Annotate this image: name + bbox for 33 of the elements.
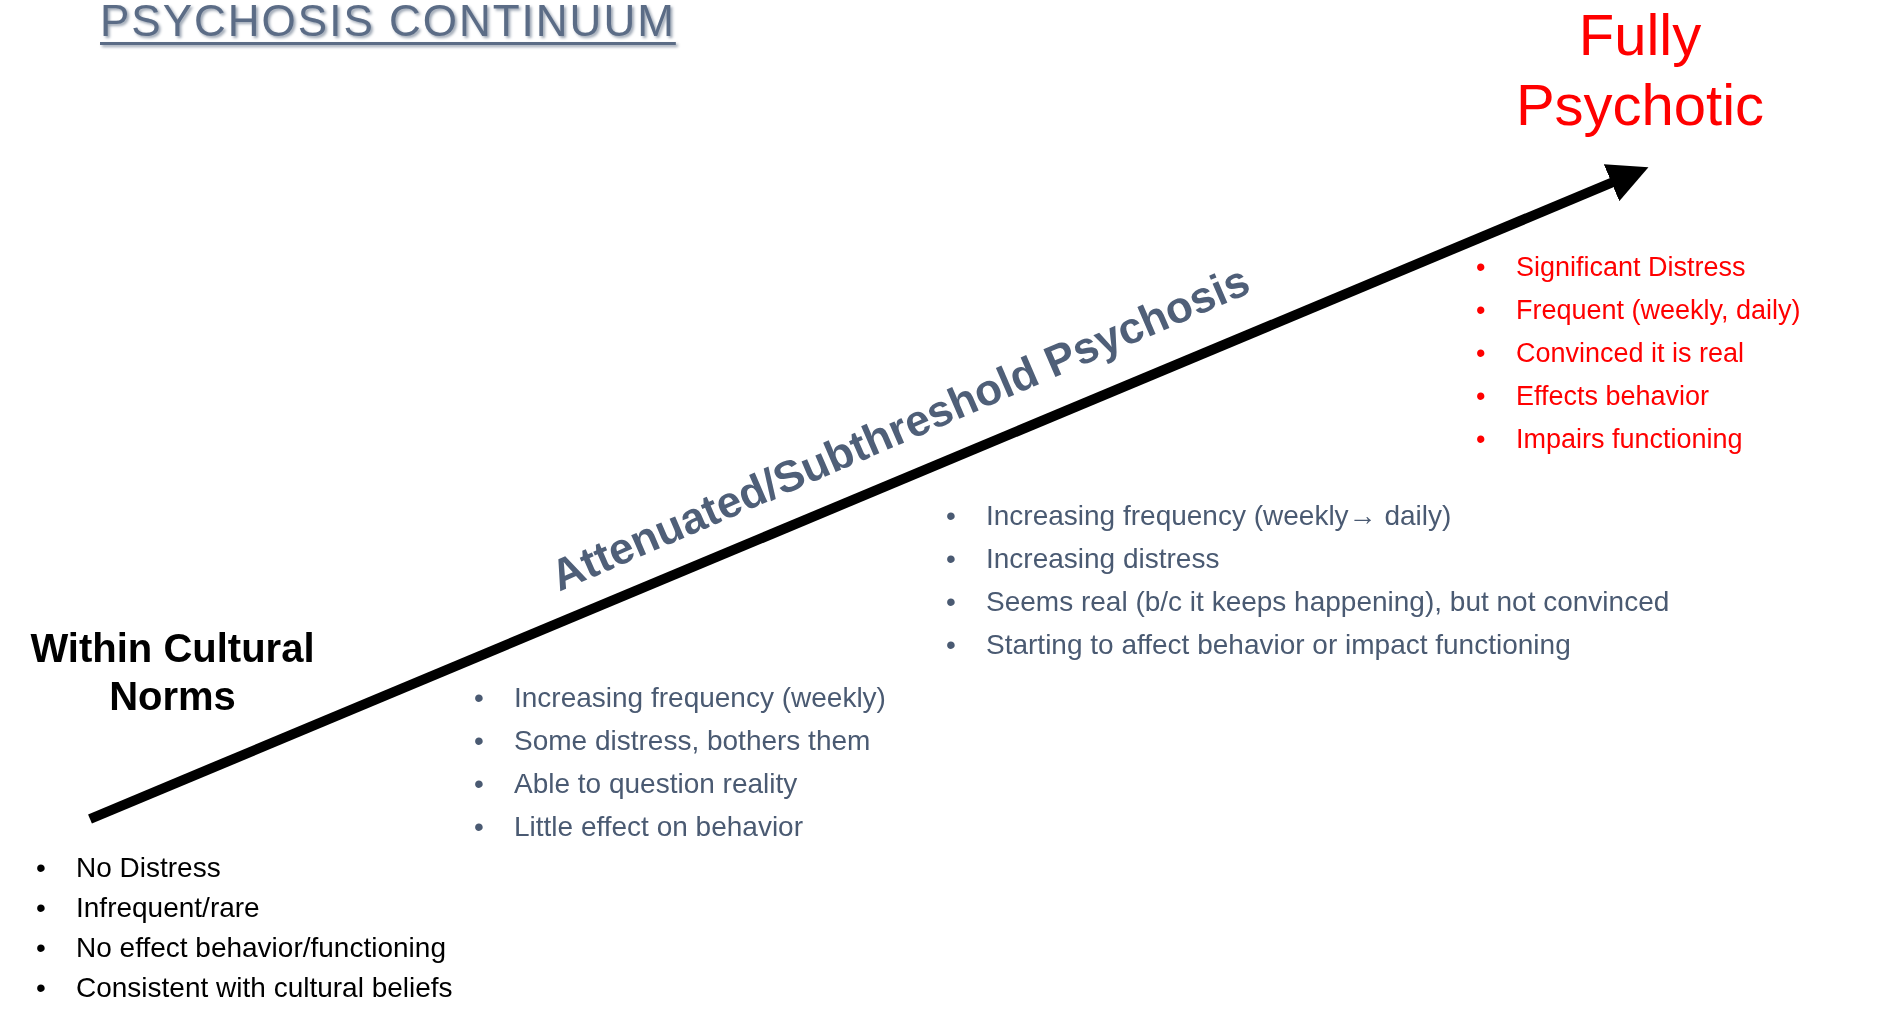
bullet-item: Starting to affect behavior or impact functioning: [986, 628, 1571, 662]
bullet-item: Significant Distress: [1516, 251, 1746, 284]
bullet-item: Infrequent/rare: [76, 891, 260, 925]
bullet-item: Convinced it is real: [1516, 337, 1745, 370]
bullet-item: Frequent (weekly, daily): [1516, 294, 1801, 327]
bullet-marker: •: [474, 810, 485, 844]
bullet-marker: •: [1476, 337, 1487, 370]
bullet-item: Little effect on behavior: [514, 810, 803, 844]
bullet-marker: •: [1476, 423, 1487, 456]
bullet-item: Consistent with cultural beliefs: [76, 971, 453, 1005]
stage-heading: Within Cultural Norms: [29, 625, 316, 720]
bullet-marker: •: [36, 971, 47, 1005]
bullet-marker: •: [474, 724, 485, 758]
bullet-item: Seems real (b/c it keeps happening), but not convinced: [986, 586, 1670, 619]
bullet-marker: •: [36, 891, 47, 925]
bullet-marker: •: [1476, 251, 1487, 284]
bullet-item: Increasing frequency (weekly): [514, 681, 886, 715]
bullet-item: No Distress: [76, 851, 221, 885]
bullet-marker: •: [946, 586, 956, 619]
title: PSYCHOSIS CONTINUUM: [100, 0, 676, 46]
bullet-item: Effects behavior: [1516, 380, 1710, 413]
bullet-item: Impairs functioning: [1516, 423, 1743, 456]
bullet-item: No effect behavior/functioning: [76, 931, 446, 965]
bullet-marker: •: [474, 767, 485, 801]
bullet-marker: •: [474, 681, 485, 715]
bullet-marker: •: [36, 851, 47, 885]
bullet-marker: •: [946, 628, 957, 662]
bullet-item: Able to question reality: [514, 767, 798, 801]
bullet-marker: •: [1476, 380, 1487, 413]
stage-heading: Fully Psychotic: [1514, 1, 1766, 139]
bullet-marker: •: [36, 931, 47, 965]
bullet-item: Some distress, bothers them: [514, 724, 871, 758]
bullet-marker: •: [1476, 294, 1487, 327]
